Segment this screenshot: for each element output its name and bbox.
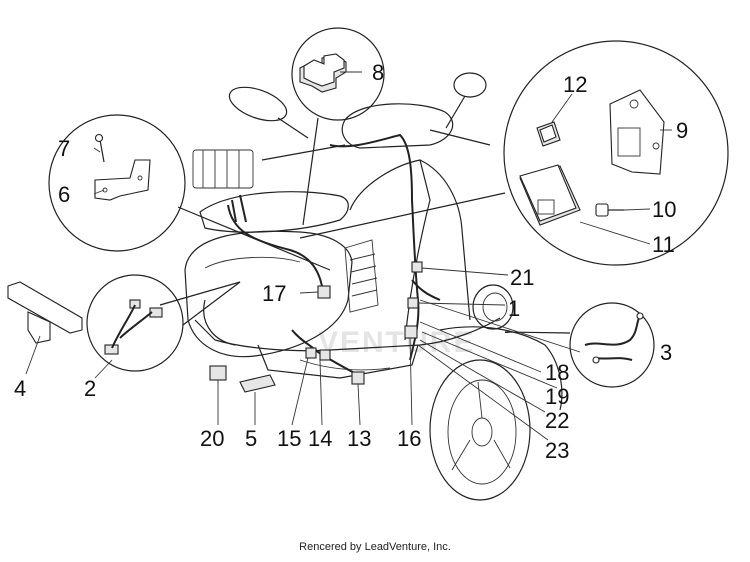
callout-21: 21 xyxy=(510,265,534,290)
part-4-cover xyxy=(7,281,83,344)
callout-16: 16 xyxy=(397,426,421,451)
harness-connectors xyxy=(305,261,423,385)
detail-circle-bracket xyxy=(48,114,186,252)
leader-lines xyxy=(25,71,672,441)
callout-3: 3 xyxy=(660,340,672,365)
callout-22: 22 xyxy=(545,408,569,433)
leader-relay xyxy=(302,117,319,226)
callout-9: 9 xyxy=(676,118,688,143)
callout-12: 12 xyxy=(563,72,587,97)
callout-13: 13 xyxy=(347,426,371,451)
callout-labels: 1 2 3 4 5 6 7 8 9 10 11 12 13 14 15 16 1… xyxy=(14,60,688,463)
callout-17: 17 xyxy=(262,281,286,306)
detail-circle-wire xyxy=(86,274,184,372)
callout-19: 19 xyxy=(545,384,569,409)
detail-circle-harness xyxy=(569,302,655,388)
detail-circle-relay xyxy=(291,27,385,121)
callout-10: 10 xyxy=(652,197,676,222)
detail-circle-electronics xyxy=(503,40,729,266)
callout-4: 4 xyxy=(14,376,26,401)
leader-harness xyxy=(504,331,571,334)
callout-6: 6 xyxy=(58,182,70,207)
callout-2: 2 xyxy=(84,376,96,401)
watermark-text: VENTURE xyxy=(318,326,475,359)
leader-electronics xyxy=(299,192,506,239)
part-20-clip xyxy=(209,365,227,381)
leader-wire-a xyxy=(159,281,241,306)
credit-footer: Rencered by LeadVenture, Inc. xyxy=(299,541,451,553)
callout-23: 23 xyxy=(545,438,569,463)
part-5-strip xyxy=(239,374,276,393)
callout-7: 7 xyxy=(58,136,70,161)
leader-wire-b xyxy=(182,281,241,326)
callout-15: 15 xyxy=(277,426,301,451)
callout-18: 18 xyxy=(545,360,569,385)
callout-5: 5 xyxy=(245,426,257,451)
callout-11: 11 xyxy=(652,232,675,257)
scooter-body xyxy=(184,72,563,501)
callout-8: 8 xyxy=(372,60,384,85)
callout-1: 1 xyxy=(508,296,520,321)
leader-bracket xyxy=(177,206,331,271)
wiring-harness xyxy=(227,133,441,377)
callout-14: 14 xyxy=(308,426,332,451)
callout-20: 20 xyxy=(200,426,224,451)
